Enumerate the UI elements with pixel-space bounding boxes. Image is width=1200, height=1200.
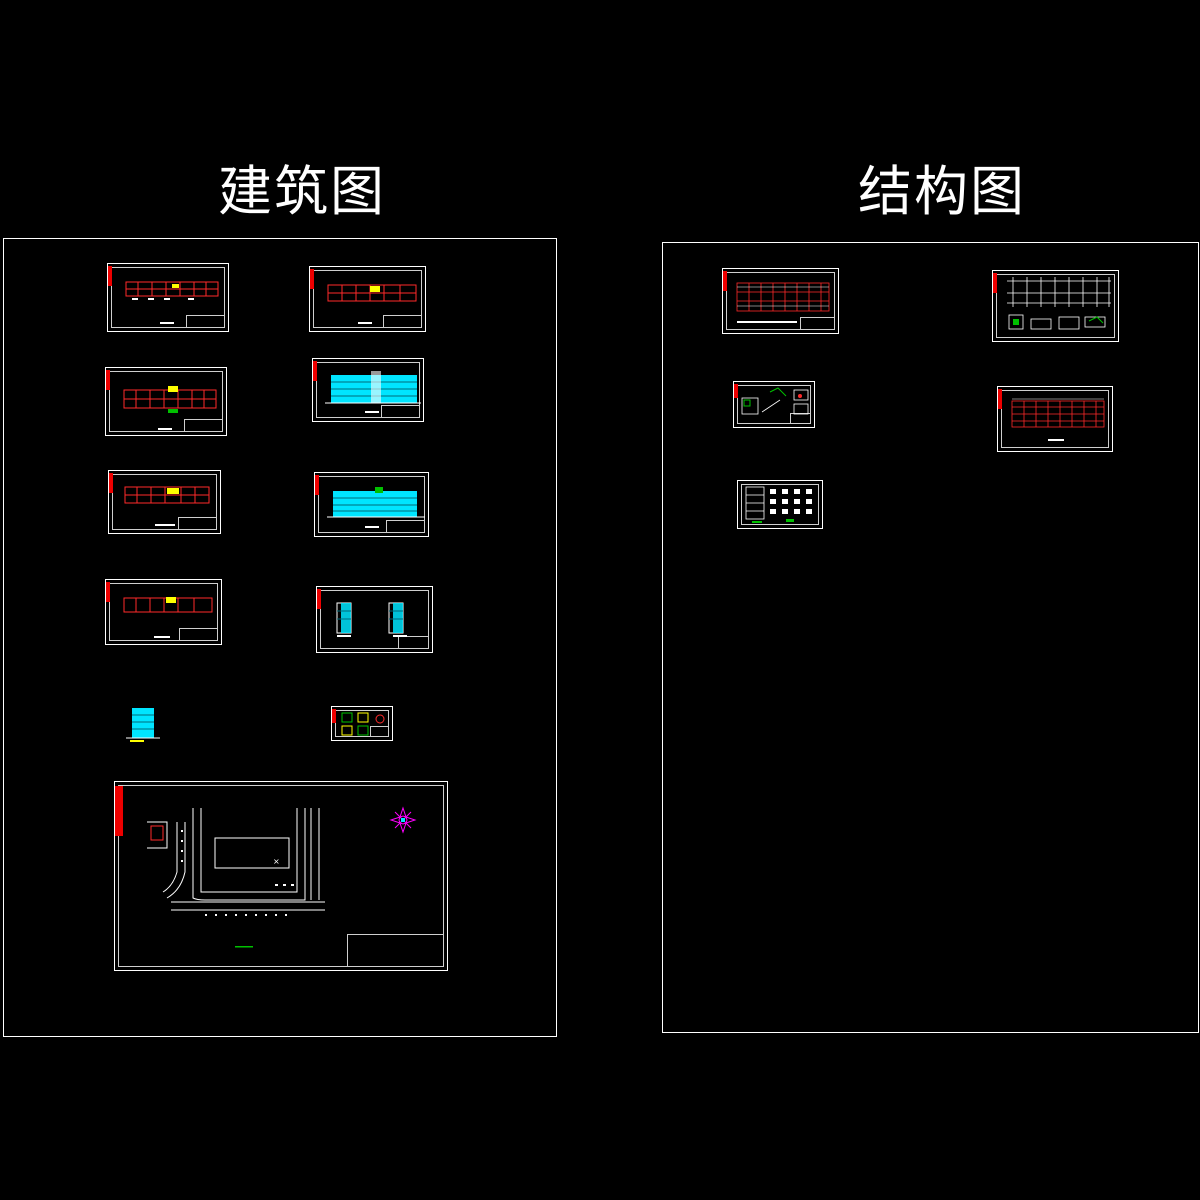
drawing-sheet-floor-plan-5[interactable] bbox=[105, 579, 222, 645]
floor-plan-drawing bbox=[125, 281, 219, 324]
drawing-sheet-beam-plan[interactable] bbox=[722, 268, 839, 334]
elevation-drawing bbox=[325, 371, 421, 413]
drawing-sheet-details[interactable] bbox=[331, 706, 393, 741]
drawing-sheet-stair-detail[interactable] bbox=[733, 381, 815, 428]
svg-text:×: × bbox=[273, 857, 280, 866]
structural-heading: 结构图 bbox=[858, 160, 1026, 223]
section-drawing bbox=[336, 602, 407, 637]
floor-plan-drawing bbox=[123, 597, 213, 638]
structural-frame bbox=[662, 242, 1199, 1033]
drawing-side-elevation[interactable] bbox=[126, 704, 166, 744]
architectural-frame bbox=[3, 238, 557, 1037]
frame-elevation-drawing bbox=[1011, 398, 1105, 441]
foundation-plan-drawing bbox=[1007, 277, 1111, 330]
stair-detail-drawing bbox=[741, 387, 809, 415]
drawing-sheet-elevation-2[interactable] bbox=[314, 472, 429, 537]
drawing-sheet-section[interactable] bbox=[316, 586, 433, 653]
site-plan-drawing: × bbox=[147, 806, 417, 948]
drawing-sheet-floor-plan-2[interactable] bbox=[309, 266, 426, 332]
drawing-sheet-foundation-plan[interactable] bbox=[992, 270, 1119, 342]
beam-plan-drawing bbox=[736, 282, 830, 323]
floor-plan-drawing bbox=[124, 486, 210, 526]
architectural-heading: 建筑图 bbox=[218, 160, 386, 223]
floor-plan-drawing bbox=[123, 386, 217, 430]
drawing-sheet-column-schedule[interactable] bbox=[737, 480, 823, 529]
drawing-sheet-floor-plan-3[interactable] bbox=[105, 367, 227, 436]
drawing-sheet-elevation-1[interactable] bbox=[312, 358, 424, 422]
drawing-sheet-floor-plan-4[interactable] bbox=[108, 470, 221, 534]
drawing-sheet-site-plan[interactable]: × bbox=[114, 781, 448, 971]
drawing-sheet-frame-elevation[interactable] bbox=[997, 386, 1113, 452]
floor-plan-drawing bbox=[327, 284, 417, 324]
column-schedule-drawing bbox=[745, 486, 812, 523]
drawing-sheet-floor-plan-1[interactable] bbox=[107, 263, 229, 332]
details-drawing bbox=[341, 712, 385, 736]
elevation-drawing bbox=[327, 487, 425, 528]
